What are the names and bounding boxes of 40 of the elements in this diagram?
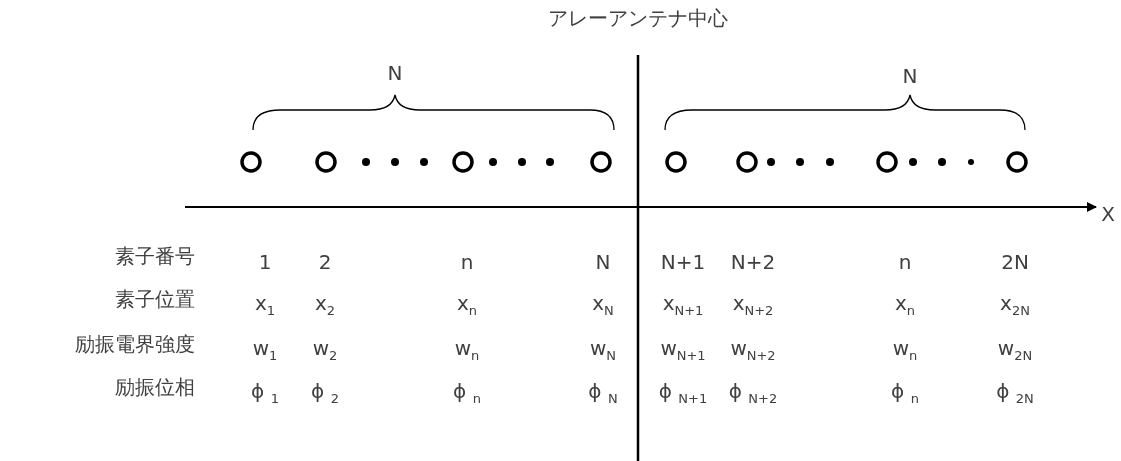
excitation-amplitude: w$_{N}$ xyxy=(589,336,617,364)
element-number: 2N xyxy=(1001,251,1029,273)
excitation-amplitude: w$_{n}$ xyxy=(454,336,480,364)
excitation-amplitude: w$_{2}$ xyxy=(312,336,338,364)
count-label: N xyxy=(902,65,918,87)
excitation-phase: ϕ $_{N}$ xyxy=(588,379,618,407)
excitation-phase: ϕ $_{1}$ xyxy=(251,379,279,407)
element-position: x$_{N}$ xyxy=(592,291,614,319)
excitation-amplitude: w$_{1}$ xyxy=(252,336,278,364)
excitation-phase: ϕ $_{2}$ xyxy=(311,379,339,407)
row-header: 素子位置 xyxy=(115,288,195,310)
excitation-amplitude: w$_{2N}$ xyxy=(997,336,1033,364)
excitation-amplitude: w$_{N+1}$ xyxy=(660,336,706,364)
element-number: 1 xyxy=(258,251,272,273)
row-header: 励振位相 xyxy=(115,376,195,398)
excitation-phase: ϕ $_{2N}$ xyxy=(996,379,1034,407)
element-number: N+2 xyxy=(730,251,776,273)
element-position: x$_{1}$ xyxy=(254,291,276,319)
element-position: x$_{2N}$ xyxy=(1000,291,1030,319)
axis-label: X xyxy=(1101,203,1115,225)
element-position: x$_{n}$ xyxy=(894,291,916,319)
count-label: N xyxy=(387,62,403,84)
element-position: x$_{N+2}$ xyxy=(732,291,774,319)
excitation-phase: ϕ $_{N+2}$ xyxy=(728,379,778,407)
excitation-phase: ϕ $_{n}$ xyxy=(891,379,919,407)
row-header: 励振電界強度 xyxy=(75,333,195,355)
excitation-amplitude: w$_{n}$ xyxy=(892,336,918,364)
element-number: N xyxy=(595,251,611,273)
element-position: x$_{N+1}$ xyxy=(662,291,704,319)
element-position: x$_{n}$ xyxy=(456,291,478,319)
element-number: n xyxy=(898,251,912,273)
excitation-phase: ϕ $_{N+1}$ xyxy=(658,379,708,407)
excitation-phase: ϕ $_{n}$ xyxy=(453,379,481,407)
element-number: n xyxy=(460,251,474,273)
element-number: 2 xyxy=(318,251,332,273)
caption-text: アレーアンテナ中心 xyxy=(548,7,728,29)
row-header: 素子番号 xyxy=(115,245,195,267)
element-number: N+1 xyxy=(660,251,706,273)
excitation-amplitude: w$_{N+2}$ xyxy=(730,336,776,364)
element-position: x$_{2}$ xyxy=(314,291,336,319)
